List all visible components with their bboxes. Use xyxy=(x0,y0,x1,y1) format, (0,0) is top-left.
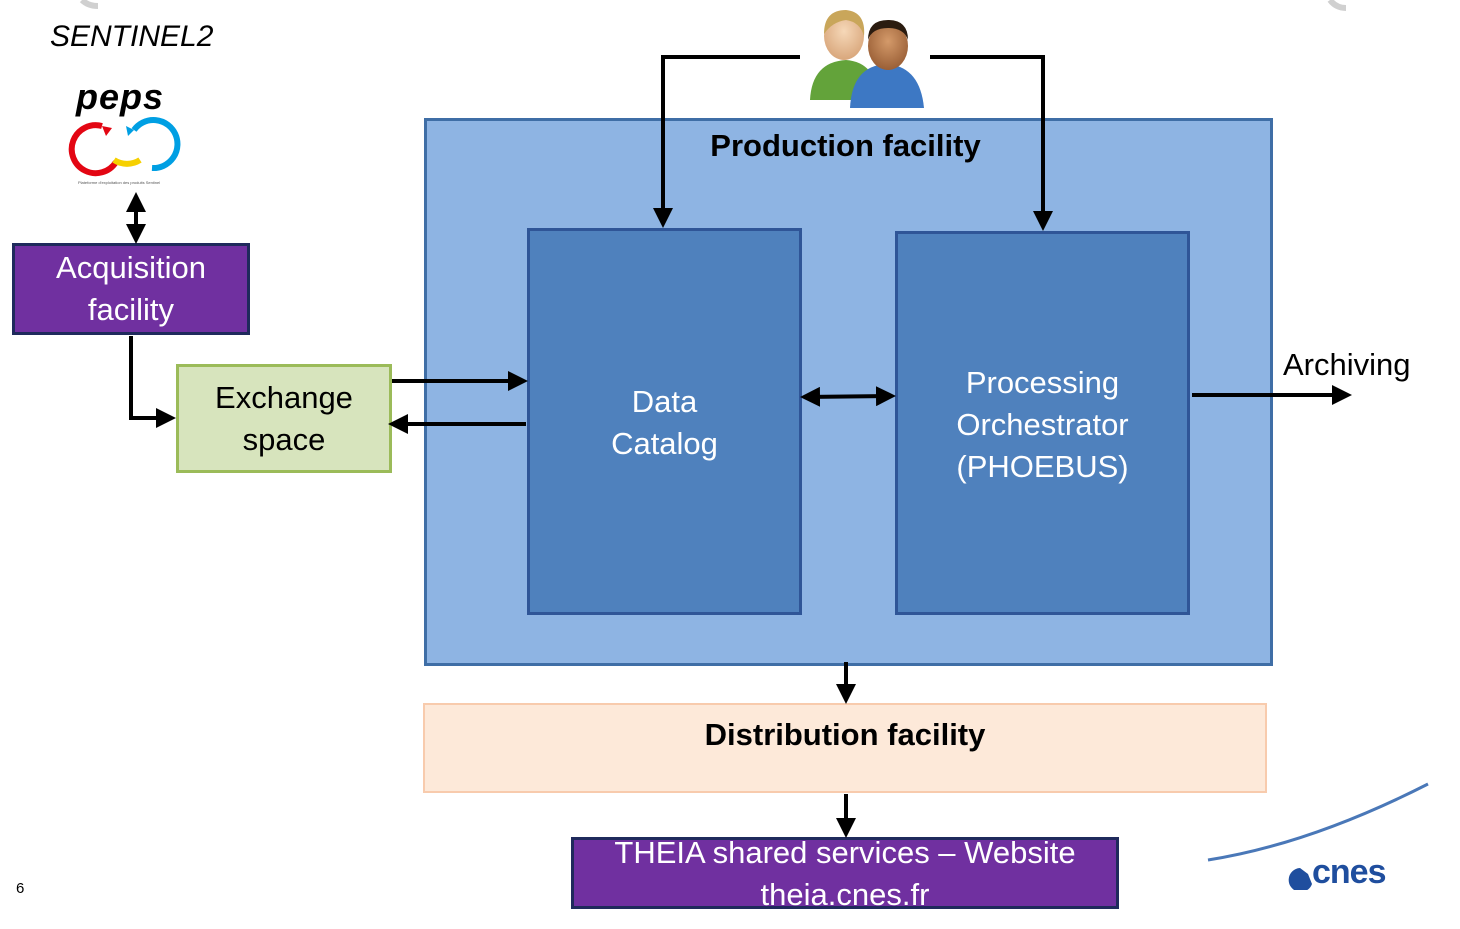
acquisition-exchange-arrow xyxy=(129,336,176,428)
theia-website-label: THEIA shared services – Website theia.cn… xyxy=(614,837,1076,909)
theia-website-box: THEIA shared services – Website theia.cn… xyxy=(571,837,1119,909)
peps-logo-caption: Plateforme d'exploitation des produits S… xyxy=(78,180,161,185)
archiving-label: Archiving xyxy=(1283,347,1411,382)
data-catalog-box: Data Catalog xyxy=(527,228,802,615)
peps-logo-rings-icon xyxy=(68,117,181,177)
cnes-logo-text: cnes xyxy=(1312,853,1386,891)
catalog-orchestrator-arrow xyxy=(800,386,896,407)
distribution-facility-box: Distribution facility xyxy=(423,703,1267,793)
production-facility-title: Production facility xyxy=(710,128,981,163)
exchange-space-label: Exchange space xyxy=(215,379,353,457)
acquisition-facility-label: Acquisition facility xyxy=(56,250,206,327)
cnes-swoosh-icon xyxy=(1207,782,1429,890)
users-orchestrator-arrow xyxy=(930,55,1053,231)
users-icon xyxy=(810,10,924,108)
page-number: 6 xyxy=(16,880,25,897)
peps-logo-text: peps xyxy=(76,76,165,117)
processing-orchestrator-label: Processing Orchestrator (PHOEBUS) xyxy=(956,365,1129,484)
data-catalog-label: Data Catalog xyxy=(611,384,718,461)
exchange-space-box: Exchange space xyxy=(176,364,392,473)
processing-orchestrator-box: Processing Orchestrator (PHOEBUS) xyxy=(895,231,1190,615)
users-catalog-arrow xyxy=(653,55,800,228)
satellite-label: SENTINEL2 xyxy=(50,20,214,53)
distribution-facility-label: Distribution facility xyxy=(704,717,986,752)
acquisition-facility-box: Acquisition facility xyxy=(12,243,250,335)
